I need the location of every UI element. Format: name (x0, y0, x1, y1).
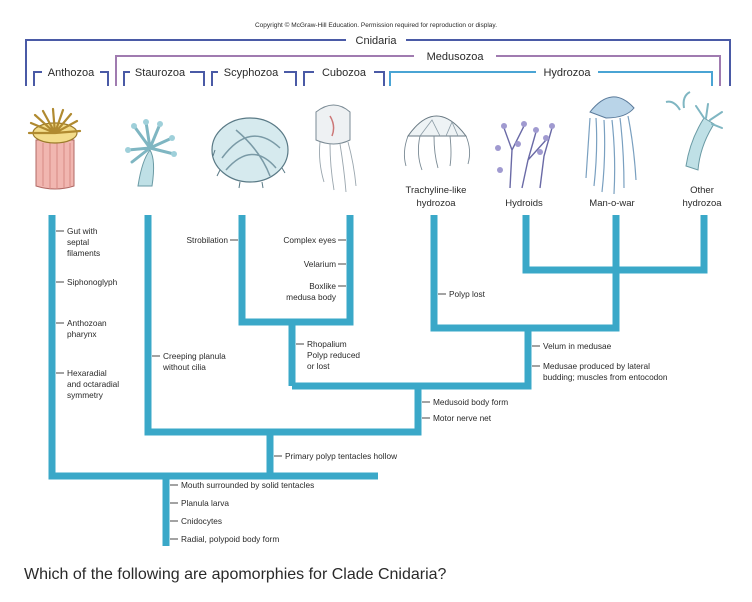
anthozoa-header: Anthozoa (33, 67, 109, 86)
staurozoa-header: Staurozoa (123, 67, 205, 86)
hydroids-label: Hydroids (505, 198, 543, 209)
trait-pharynx-line2: pharynx (67, 329, 97, 339)
other-hydrozoa-label-line1: Other (690, 185, 714, 196)
hydrozoa-bracket: Hydrozoa (389, 67, 713, 86)
trait-medusoid: Medusoid body form (433, 397, 508, 407)
trait-gut-line2: septal (67, 237, 89, 247)
scyphozoa-label: Scyphozoa (224, 67, 279, 79)
other-hydrozoa-label-line2: hydrozoa (682, 198, 722, 209)
medusozoa-label: Medusozoa (427, 51, 485, 63)
trait-complex-eyes: Complex eyes (283, 235, 336, 245)
trait-planula-larva: Planula larva (181, 498, 229, 508)
other-hydrozoa-illustration (665, 91, 723, 171)
trait-cnidocytes: Cnidocytes (181, 516, 222, 526)
trait-ticks (56, 230, 540, 540)
trait-budding-line2: budding; muscles from entocodon (543, 372, 668, 382)
trait-radial-polypoid: Radial, polypoid body form (181, 534, 279, 544)
trait-polyp-lost: Polyp lost (449, 289, 486, 299)
medusozoa-bracket: Medusozoa (115, 51, 721, 86)
trait-mouth: Mouth surrounded by solid tentacles (181, 480, 314, 490)
trait-symmetry-line1: Hexaradial (67, 368, 107, 378)
trait-siphonoglyph: Siphonoglyph (67, 277, 118, 287)
trachyline-label-line1: Trachyline-like (406, 185, 467, 196)
trait-strobilation: Strobilation (186, 235, 228, 245)
trachyline-hydrozoa-illustration (403, 115, 471, 171)
trait-or-lost: or lost (307, 361, 330, 371)
trait-planula-line1: Creeping planula (163, 351, 226, 361)
staurozoa-label: Staurozoa (135, 67, 186, 79)
hydrozoa-label: Hydrozoa (543, 67, 591, 79)
anthozoa-label: Anthozoa (48, 67, 95, 79)
trachyline-label-line2: hydrozoa (416, 198, 456, 209)
scyphozoa-header: Scyphozoa (211, 67, 297, 86)
cubozoa-illustration (315, 104, 357, 193)
trait-motor-nerve: Motor nerve net (433, 413, 492, 423)
trait-symmetry-line3: symmetry (67, 390, 104, 400)
question-text: Which of the following are apomorphies f… (24, 566, 447, 583)
trait-pharynx-line1: Anthozoan (67, 318, 107, 328)
cnidaria-bracket: Cnidaria (25, 35, 731, 86)
man-o-war-label: Man-o-war (589, 198, 634, 209)
trait-boxlike-line2: medusa body (286, 292, 337, 302)
man-o-war-illustration (585, 96, 637, 195)
cladogram-diagram: Copyright © McGraw-Hill Education. Permi… (25, 21, 731, 546)
trait-polyp-reduced: Polyp reduced (307, 350, 360, 360)
copyright-notice: Copyright © McGraw-Hill Education. Permi… (255, 21, 497, 29)
trait-planula-line2: without cilia (162, 362, 206, 372)
staurozoa-illustration (125, 119, 177, 187)
trait-primary-polyp: Primary polyp tentacles hollow (285, 451, 398, 461)
trait-symmetry-line2: and octaradial (67, 379, 119, 389)
trait-boxlike-line1: Boxlike (309, 281, 336, 291)
trait-budding-line1: Medusae produced by lateral (543, 361, 650, 371)
trait-velum: Velum in medusae (543, 341, 612, 351)
trait-velarium: Velarium (304, 259, 336, 269)
cnidaria-label: Cnidaria (356, 35, 398, 47)
hydroids-illustration (495, 121, 555, 189)
anthozoa-illustration (27, 107, 82, 190)
cubozoa-label: Cubozoa (322, 67, 367, 79)
scyphozoa-illustration (211, 117, 289, 189)
trait-gut-line1: Gut with (67, 226, 98, 236)
trait-gut-line3: filaments (67, 248, 100, 258)
trait-rhopalium: Rhopalium (307, 339, 347, 349)
cladogram-tree (48, 215, 708, 546)
cubozoa-header: Cubozoa (303, 67, 385, 86)
